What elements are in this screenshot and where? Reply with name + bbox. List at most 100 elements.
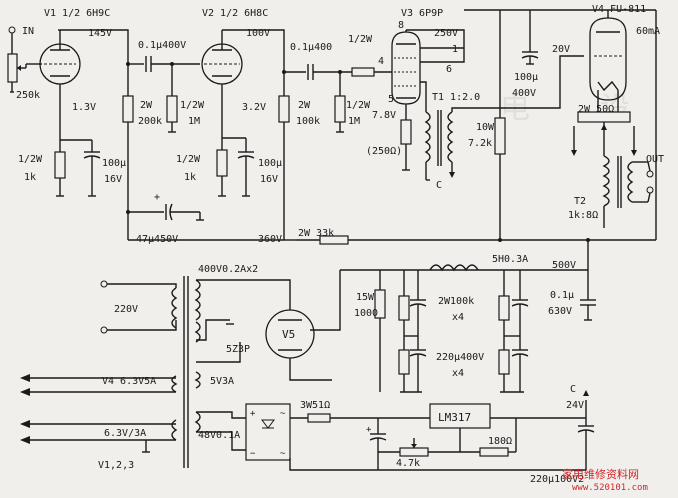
c-cathode-v1-value: 100μ <box>102 158 126 169</box>
c-bypass-voltage: 630V <box>548 306 572 317</box>
transformer-t1-center-tap: C <box>436 180 442 191</box>
tube-v2-plate-voltage: 100V <box>246 28 270 39</box>
c-cathode-v1-voltage: 16V <box>104 174 122 185</box>
r-grid-v2-watt: 1/2W <box>180 100 205 111</box>
c-filter-value: 220μ400V <box>436 352 484 363</box>
svg-text:~: ~ <box>280 409 286 419</box>
tube-v3-plate-voltage: 250V <box>434 28 458 39</box>
watermark-brand: 家电维修资料网 <box>562 467 639 481</box>
r-load-v1-watt: 2W <box>140 100 153 111</box>
r-3w51-value: 3W51Ω <box>300 400 330 411</box>
r-bleeder-1 <box>398 295 410 321</box>
r-15w-value: 1000 <box>354 308 378 319</box>
volume-pot <box>7 53 18 83</box>
transformer-t1-label: T1 1:2.0 <box>432 92 480 103</box>
tube-v1-plate-voltage: 145V <box>88 28 112 39</box>
tube-v3-label: V3 6P9P <box>401 8 443 19</box>
r-feedback-value: 2W 33k <box>298 228 334 239</box>
r-grid-v3-watt: 1/2W <box>346 100 371 111</box>
pot-4k7-value: 4.7k <box>396 458 420 469</box>
aux-winding-label: 48V0.1A <box>198 430 240 441</box>
r-load-v2 <box>278 95 290 123</box>
r-bleeder-value: 2W100k <box>438 296 474 307</box>
tube-v2: V2 1/2 6H8C 100V 3.2V <box>201 8 270 138</box>
r-180 <box>479 447 509 457</box>
svg-text:+: + <box>366 425 372 435</box>
r-cathode-v2-watt: 1/2W <box>176 154 201 165</box>
tube-v1-cathode-voltage: 1.3V <box>72 102 96 113</box>
r-filament-pot-value: 2W 50Ω <box>578 104 614 115</box>
input-section: IN 250k <box>7 26 42 101</box>
r-screen-v3 <box>494 117 506 155</box>
tube-v5: V5 5Z3P <box>226 309 315 359</box>
heater-v123-label: 6.3V/3A <box>104 428 146 439</box>
r-15w-watt: 15W <box>356 292 375 303</box>
r-screen-v3-watt: 10W <box>476 122 495 133</box>
r-grid-v2-value: 1M <box>188 116 200 127</box>
c-cathode-v2-voltage: 16V <box>260 174 278 185</box>
lm317-regulator <box>429 403 491 429</box>
tube-v3-envelope <box>391 31 421 105</box>
c-220u-label: 220μ100V2 <box>530 474 584 485</box>
b-plus-500-label: 500V <box>552 260 576 271</box>
c-bypass-value: 0.1μ <box>550 290 574 301</box>
r-bleeder-3 <box>498 295 510 321</box>
r-cathode-v1-watt: 1/2W <box>18 154 43 165</box>
tube-v3-cathode-voltage: 7.8V <box>372 110 396 121</box>
r-cathode-v2 <box>216 149 228 177</box>
c-100u-voltage: 400V <box>512 88 536 99</box>
r-grid-stopper-watt: 1/2W <box>348 34 373 45</box>
r-grid-v3 <box>334 95 346 123</box>
volume-pot-value: 250k <box>16 90 40 101</box>
r-cathode-v3 <box>400 119 412 145</box>
mains-input: 220V <box>100 280 177 334</box>
transformer-t2-ratio: 1k:8Ω <box>568 210 598 221</box>
output-terminal-icon[interactable] <box>646 170 654 178</box>
tube-v4-grid-voltage: 20V <box>552 44 570 55</box>
input-jack-icon <box>8 26 16 34</box>
tube-v3-pin8: 8 <box>398 20 404 31</box>
r-180-value: 180Ω <box>488 436 512 447</box>
heater-v4-label: V4 6.3V5A <box>102 376 156 387</box>
mains-terminal-icon <box>100 326 108 334</box>
r-load-v1 <box>122 95 134 123</box>
r-grid-stopper <box>351 67 375 77</box>
tube-v5-type: 5Z3P <box>226 344 250 355</box>
r-grid-v3-value: 1M <box>348 116 360 127</box>
r-3w51 <box>307 413 331 423</box>
tube-v2-label: V2 1/2 6H8C <box>202 8 268 19</box>
r-cathode-v2-value: 1k <box>184 172 196 183</box>
bridge-rectifier <box>245 403 291 461</box>
tube-v5-label: V5 <box>282 328 295 341</box>
output-terminal-icon[interactable] <box>646 186 654 194</box>
tube-v3: V3 6P9P 8 250V 1 4 6 5 7.8V <box>372 8 458 121</box>
svg-text:−: − <box>250 449 256 459</box>
power-transformer-hv: 400V0.2Ax2 <box>198 264 258 275</box>
tube-v4-envelope <box>589 17 627 101</box>
c-couple2-value: 0.1μ400 <box>290 42 332 53</box>
mains-terminal-icon <box>100 280 108 288</box>
r-bleeder-4 <box>498 349 510 375</box>
r-cathode-v3-value: (250Ω) <box>366 146 402 157</box>
r-bleeder-count: x4 <box>452 312 464 323</box>
c-couple1-value: 0.1μ400V <box>138 40 186 51</box>
power-transformer: 400V0.2Ax2 <box>171 264 258 468</box>
choke-inductor: 5H0.3A 500V <box>429 254 576 272</box>
heater-v5-label: 5V3A <box>210 376 234 387</box>
c-24v-node: C <box>570 384 576 395</box>
mains-voltage: 220V <box>114 304 138 315</box>
tube-v3-pin1: 1 <box>452 44 458 55</box>
lm317-label: LM317 <box>438 411 471 424</box>
c-100u-value: 100μ <box>514 72 538 83</box>
tube-v1-label: V1 1/2 6H9C <box>44 8 110 19</box>
input-label: IN <box>22 26 34 37</box>
tube-v3-pin6: 6 <box>446 64 452 75</box>
supply-24v-label: 24V <box>566 400 584 411</box>
r-load-v1-value: 200k <box>138 116 162 127</box>
pot-4k7 <box>399 447 429 457</box>
r-grid-v2 <box>166 95 178 123</box>
heater-v123-tubes: V1,2,3 <box>98 460 134 471</box>
transformer-t2-label: T2 <box>574 196 586 207</box>
